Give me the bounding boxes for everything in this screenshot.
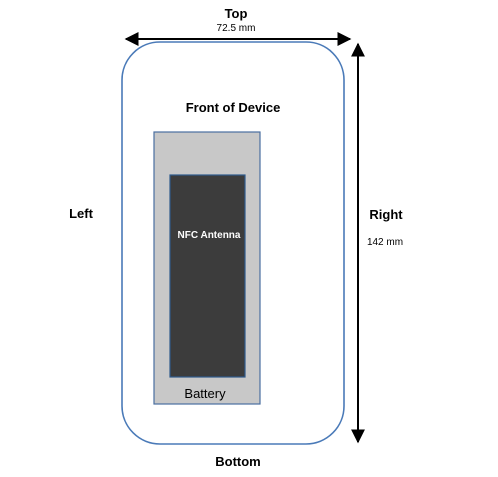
height-label: 142 mm <box>367 237 403 248</box>
right-label: Right <box>369 207 403 222</box>
bottom-label: Bottom <box>215 454 261 469</box>
nfc-antenna-label: NFC Antenna <box>178 230 241 241</box>
top-label: Top <box>225 6 248 21</box>
front-of-device-label: Front of Device <box>186 100 281 115</box>
battery-label: Battery <box>184 386 226 401</box>
nfc-antenna-area <box>169 174 246 378</box>
width-label: 72.5 mm <box>217 23 256 34</box>
left-label: Left <box>69 206 94 221</box>
